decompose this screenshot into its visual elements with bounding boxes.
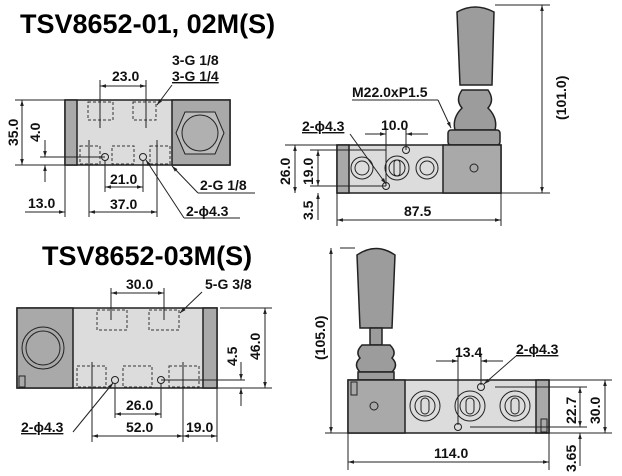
port-dashed (111, 145, 135, 165)
dim-hole-pitch: 26.0 (126, 397, 153, 413)
lever-boot (355, 344, 397, 373)
dim-port-span: 52.0 (126, 419, 153, 435)
port-dashed (132, 101, 157, 121)
dim-hole-pitch: 13.4 (455, 344, 482, 360)
dim-hole-pitch: 21.0 (110, 171, 137, 187)
port-label-bottom: 2-G 1/8 (200, 177, 247, 193)
lever-stem (369, 327, 383, 346)
actuator-housing (442, 144, 502, 194)
lever-boot (453, 89, 497, 131)
hole-label: 2-ϕ4.3 (302, 118, 345, 134)
lever-handle (356, 247, 396, 329)
screw-icon (469, 163, 479, 173)
hole-label: 2-ϕ4.3 (516, 341, 559, 357)
lever-handle (456, 6, 495, 86)
port-dashed (168, 365, 200, 388)
thread-label: M22.0xP1.5 (352, 84, 428, 100)
mount-nut (447, 129, 501, 146)
dim-right: 19.0 (186, 419, 213, 435)
port-circle-icon (409, 390, 441, 422)
port-dashed (79, 145, 101, 165)
port-label-1: 3-G 1/8 (172, 52, 219, 68)
nut-icon (21, 326, 65, 370)
dim-length: 114.0 (434, 445, 468, 461)
dim-length: 87.5 (404, 203, 431, 219)
hole-label: 2-ϕ4.3 (21, 419, 64, 435)
dim-port-pitch: 30.0 (126, 276, 153, 292)
dim-hole-pitch: 10.0 (381, 117, 408, 133)
dim-bottom: 3.65 (563, 445, 579, 472)
view-01-02-front: 10.0 2-ϕ4.3 M22.0xP1.5 (101.0) 26.0 19.0… (277, 4, 569, 226)
dim-total-height: (105.0) (312, 316, 328, 360)
port-circle-icon (350, 156, 374, 180)
hex-nut-icon (175, 111, 225, 155)
port-dashed (149, 145, 171, 165)
port-circle-icon (415, 156, 439, 180)
dim-hole-height: 19.0 (300, 158, 316, 185)
view-01-02-side: 23.0 3-G 1/8 3-G 1/4 35.0 4.0 21.0 37.0 … (5, 52, 255, 219)
dim-bottom: 3.5 (300, 200, 316, 220)
view-03-side: 30.0 5-G 3/8 46.0 4.5 26.0 52.0 19.0 2-ϕ… (16, 276, 272, 442)
dim-offset: 4.0 (27, 122, 43, 142)
title-top: TSV8652-01, 02M(S) (20, 9, 275, 39)
end-cap (202, 307, 218, 389)
port-circle-icon (384, 155, 410, 181)
port-label-2: 3-G 1/4 (172, 68, 219, 84)
hole-label: 2-ϕ4.3 (186, 203, 229, 219)
dim-port-span: 37.0 (110, 196, 137, 212)
end-cap (64, 99, 78, 166)
dim-left: 13.0 (28, 195, 55, 211)
dim-port-pitch: 23.0 (112, 68, 139, 84)
port-circle-icon (499, 390, 531, 422)
dim-body-height: 30.0 (587, 397, 603, 424)
dim-body-height: 26.0 (277, 158, 293, 185)
end-cap (535, 379, 550, 434)
dim-height: 46.0 (247, 333, 263, 360)
port-label: 5-G 3/8 (205, 276, 252, 292)
dim-hole-height: 22.7 (563, 397, 579, 424)
screw-icon (369, 401, 379, 411)
view-03-front: (105.0) 13.4 2-ϕ4.3 22.7 30.0 3.65 114.0 (312, 247, 612, 472)
dim-height: 35.0 (5, 119, 21, 146)
port-dashed (96, 309, 128, 331)
port-circle-icon (454, 390, 486, 422)
dim-offset: 4.5 (224, 346, 240, 366)
title-bottom: TSV8652-03M(S) (42, 241, 252, 271)
dim-total-height: (101.0) (553, 76, 569, 120)
